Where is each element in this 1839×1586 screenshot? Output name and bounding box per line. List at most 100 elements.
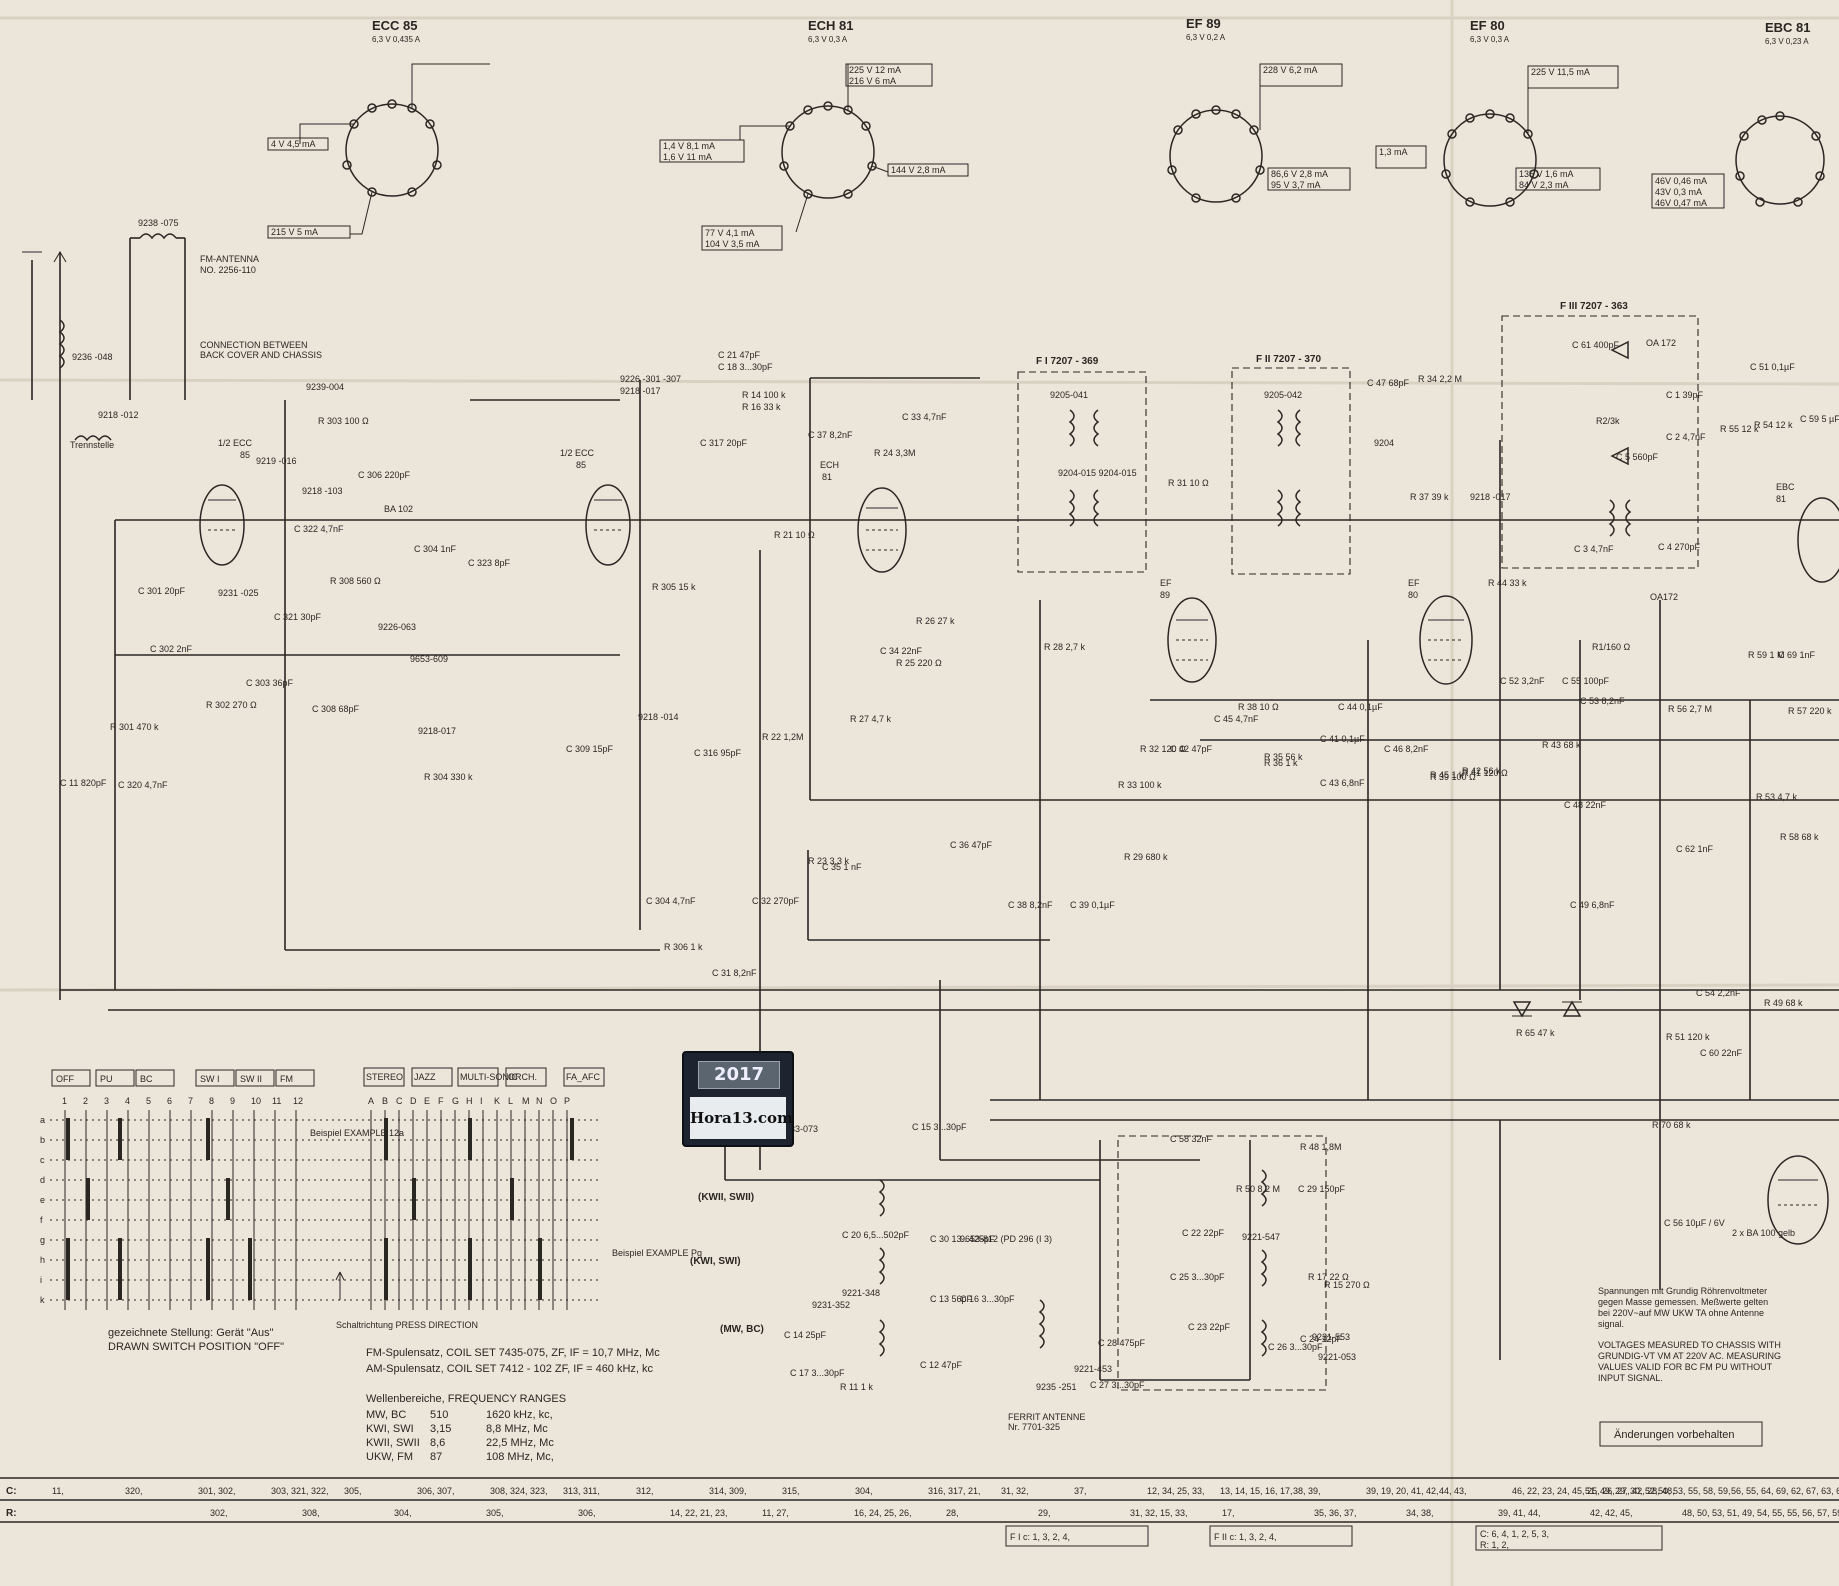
mode-group-label[interactable]: JAZZ: [414, 1072, 436, 1082]
switch-column-letter: L: [508, 1096, 513, 1106]
mode-group-label[interactable]: FA_AFC: [566, 1072, 601, 1082]
fm-antenna-part: NO. 2256-110: [200, 265, 256, 275]
component-label: R 33 100 k: [1118, 780, 1162, 790]
component-label: 9218 -017: [620, 386, 661, 396]
switch-column-number: 4: [125, 1096, 130, 1106]
component-label: R 58 68 k: [1780, 832, 1819, 842]
svg-text:89: 89: [1160, 590, 1170, 600]
component-label: 9221-547: [1242, 1232, 1280, 1242]
component-label: C 13 56pF: [930, 1294, 973, 1304]
switch-group-label[interactable]: SW I: [200, 1074, 220, 1084]
component-label: R 32 120 Ω: [1140, 744, 1186, 754]
c-index-item: 31, 32,: [1001, 1486, 1029, 1496]
socket-ef80: 225 V 11,5 mA 1,3 mA 135 V 1,6 mA 84 V 2…: [1375, 65, 1619, 207]
switch-row-letter: h: [40, 1255, 45, 1265]
switch-column-letter: A: [368, 1096, 374, 1106]
svg-text:Spannungen mit Grundig Röhr: Spannungen mit Grundig Röhrenvoltmeter: [1598, 1286, 1767, 1296]
switch-group-label[interactable]: SW II: [240, 1074, 262, 1084]
component-label: C 58 32nF: [1170, 1134, 1213, 1144]
reading-ech81-4: 1,6 V 11 mA: [663, 152, 712, 162]
switch-column-number: 6: [167, 1096, 172, 1106]
component-label: C 18 3...30pF: [718, 362, 773, 372]
switch-group-label[interactable]: PU: [100, 1074, 113, 1084]
r-index-item: 308,: [302, 1508, 320, 1518]
component-label: BA 102: [384, 504, 413, 514]
component-label: C 32 270pF: [752, 896, 800, 906]
component-label: R 70 68 k: [1652, 1120, 1691, 1130]
component-label: C 61 400pF: [1572, 340, 1620, 350]
component-label: R 308 560 Ω: [330, 576, 381, 586]
r-index-item: 42, 42, 45,: [1590, 1508, 1633, 1518]
r-index-item: 31, 32, 15, 33,: [1130, 1508, 1188, 1518]
svg-text:C:: C:: [6, 1486, 17, 1497]
c-index-item: 12, 34, 25, 33,: [1147, 1486, 1205, 1496]
fiii-index-c: C: 6, 4, 1, 2, 5, 3,: [1480, 1529, 1549, 1539]
component-label: R 39 100 Ω: [1430, 772, 1476, 782]
tube-symbol-output: [1767, 1155, 1829, 1245]
component-label: OA 172: [1646, 338, 1676, 348]
component-label: C 59 5 µF 70/80V: [1800, 414, 1839, 424]
component-label: 9231 -025: [218, 588, 259, 598]
component-label: R 37 39 k: [1410, 492, 1449, 502]
component-label: R 65 47 k: [1516, 1028, 1555, 1038]
svg-text:6,3 V 0,3 A: 6,3 V 0,3 A: [808, 35, 848, 44]
svg-text:85: 85: [576, 460, 586, 470]
switch-group-label[interactable]: FM: [280, 1074, 293, 1084]
socket-ef89: 228 V 6,2 mA 86,6 V 2,8 mA 95 V 3,7 mA: [1167, 63, 1351, 203]
component-label: C 302 2nF: [150, 644, 193, 654]
component-label: R 38 10 Ω: [1238, 702, 1279, 712]
component-label: 9221-453: [1074, 1364, 1112, 1374]
switch-column-number: 7: [188, 1096, 193, 1106]
component-label: 9239-004: [306, 382, 344, 392]
svg-text:EF 80: EF 80: [1470, 18, 1505, 33]
switch-group-label[interactable]: OFF: [56, 1074, 74, 1084]
fi-index-box: F I c: 1, 3, 2, 4,: [1010, 1532, 1070, 1542]
mode-group-label[interactable]: MULTI-SONIC: [460, 1072, 518, 1082]
component-label: R 301 470 k: [110, 722, 159, 732]
component-label: C 317 20pF: [700, 438, 748, 448]
mode-group-label[interactable]: STEREO: [366, 1072, 403, 1082]
component-label: C 22 22pF: [1182, 1228, 1225, 1238]
freq-to: 1620 kHz, kc,: [486, 1409, 553, 1421]
am-coil-note: AM-Spulensatz, COIL SET 7412 - 102 ZF, I…: [366, 1363, 654, 1375]
freq-to: 22,5 MHz, Mc: [486, 1437, 554, 1449]
reading-ef89-1: 228 V 6,2 mA: [1263, 65, 1318, 75]
component-label: 9231-352: [812, 1300, 850, 1310]
component-label: C 45 4,7nF: [1214, 714, 1259, 724]
switch-row-letter: k: [40, 1295, 45, 1305]
component-label: R 42 56 k: [1462, 766, 1501, 776]
component-label: 9233-073: [780, 1124, 818, 1134]
reading-ecc85-1: 4 V 4,5 mA: [271, 139, 316, 149]
component-label: C 49 6,8nF: [1570, 900, 1615, 910]
r-index-item: 306,: [578, 1508, 596, 1518]
mode-group-label[interactable]: ORCH.: [508, 1072, 537, 1082]
component-label: 9218 -017: [1470, 492, 1511, 502]
c-index-item: 56, 55, 64, 69, 62, 67, 63, 65, 66: [1731, 1486, 1839, 1496]
svg-text:EF: EF: [1160, 578, 1172, 588]
svg-text:ECC 85: ECC 85: [372, 18, 418, 33]
svg-text:6,3 V 0,3 A: 6,3 V 0,3 A: [1470, 35, 1510, 44]
r-index-item: 17,: [1222, 1508, 1235, 1518]
freq-from: 510: [430, 1409, 448, 1421]
component-label: C 322 4,7nF: [294, 524, 344, 534]
switch-row-letter: e: [40, 1195, 45, 1205]
socket-ech81: 225 V 12 mA 216 V 6 mA 1,4 V 8,1 mA 1,6 …: [659, 63, 969, 251]
component-label: R 26 27 k: [916, 616, 955, 626]
c-index-item: 303, 321, 322,: [271, 1486, 329, 1496]
tube-header-ebc81: EBC 81 6,3 V 0,23 A: [1765, 20, 1811, 46]
component-label: C 47 68pF: [1367, 378, 1410, 388]
switch-bank: OFF PU BC SW I SW II FM STEREO JAZZ MULTI-SONICO…: [40, 1067, 702, 1353]
tube-header-ef80: EF 80 6,3 V 0,3 A: [1470, 18, 1510, 44]
component-label: C 28 475pF: [1098, 1338, 1146, 1348]
tube-symbol-ecc85-a: 1/2 ECC 85: [199, 438, 253, 566]
switch-column-number: 3: [104, 1096, 109, 1106]
switch-column-letter: D: [410, 1096, 417, 1106]
switch-group-label[interactable]: BC: [140, 1074, 153, 1084]
tube-symbol-ef80: EF 80: [1408, 578, 1473, 685]
r-index-item: 34, 38,: [1406, 1508, 1434, 1518]
component-label: C 34 22nF: [880, 646, 923, 656]
r-index-item: 39, 41, 44,: [1498, 1508, 1541, 1518]
tube-header-ecc85: ECC 85 6,3 V 0,435 A: [372, 18, 421, 44]
component-label: R 22 1,2M: [762, 732, 804, 742]
coil-9238-075: 9238 -075: [138, 218, 179, 228]
